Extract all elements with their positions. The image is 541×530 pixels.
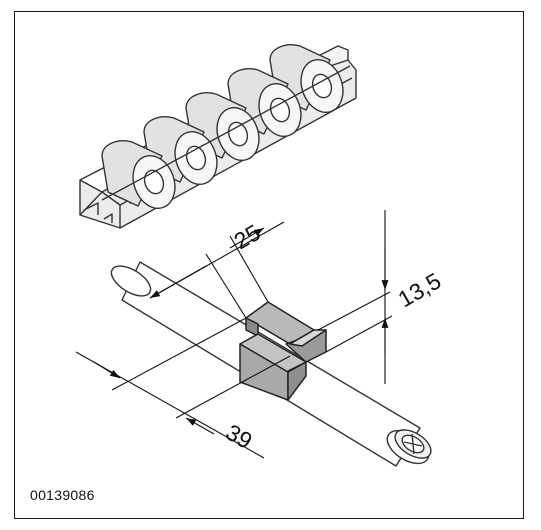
- dimension-lines: [75, 210, 393, 459]
- dimension-39-label: 39: [222, 419, 257, 454]
- dimension-13-5-label: 13,5: [394, 267, 446, 312]
- roller-track-illustration: [79, 44, 357, 229]
- figure-code: 00139086: [30, 487, 95, 503]
- figure-frame: [14, 11, 524, 519]
- bushing-illustration: [239, 301, 327, 401]
- dimension-25-label: 25: [230, 219, 265, 254]
